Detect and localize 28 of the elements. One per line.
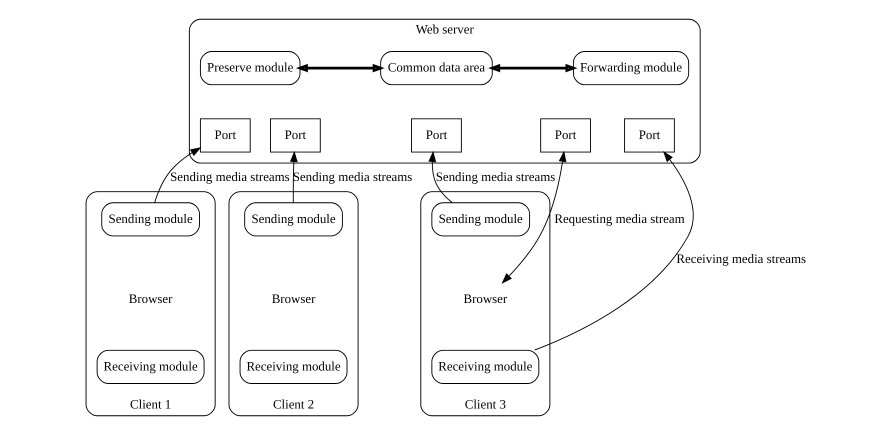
- node-box: Port: [410, 118, 462, 152]
- arrow: [289, 150, 298, 203]
- edge-label: Sending media streams: [435, 170, 555, 184]
- edge-label: Requesting media stream: [554, 212, 684, 226]
- node-box: Port: [270, 118, 320, 152]
- node-box: Port: [540, 118, 590, 152]
- node-box: Receiving module: [239, 350, 347, 384]
- node-box: Sending module: [430, 202, 530, 236]
- node-box: Common data area: [380, 51, 492, 86]
- arrow: [154, 147, 201, 203]
- node-box: Port: [624, 118, 674, 152]
- arrow: [488, 64, 578, 72]
- node-box: Sending module: [244, 202, 342, 236]
- edge-label: Sending media streams: [170, 170, 290, 184]
- node-box: Port: [199, 118, 250, 152]
- arrow: [534, 151, 694, 351]
- node-box: Forwarding module: [572, 51, 689, 86]
- node-text: Browser: [462, 292, 507, 306]
- node-text: Browser: [128, 292, 172, 306]
- node-text: Browser: [271, 292, 315, 306]
- edge-label: Receiving media streams: [676, 252, 806, 266]
- arrow: [501, 150, 566, 284]
- node-box: Preserve module: [199, 51, 300, 86]
- arrow: [295, 64, 384, 72]
- node-box: Sending module: [100, 202, 200, 236]
- node-box: Receiving module: [430, 350, 539, 384]
- arrow: [428, 150, 452, 203]
- node-box: Receiving module: [96, 350, 204, 384]
